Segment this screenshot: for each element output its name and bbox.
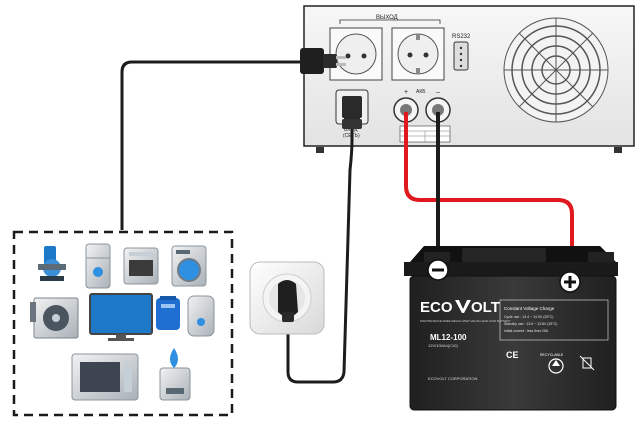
- battery-spec-current: Initial current : less than 25A: [504, 329, 549, 333]
- tv-icon: [89, 293, 153, 341]
- battery-model-sub: 12V/100Ah(C10): [428, 343, 458, 348]
- output-label: ВЫХОД: [376, 15, 398, 21]
- appliances-group: [12, 230, 234, 417]
- gas-boiler-icon: [156, 296, 180, 330]
- air-conditioner-icon: [30, 297, 79, 339]
- mains-plug[interactable]: [278, 280, 298, 322]
- battery-spec-cycle: Cycle use : 14.4 ~ 14.9V (25°C): [504, 315, 553, 319]
- load-output-cable: [120, 48, 346, 230]
- battery-subtitle: MAINTENANCE FREE REGULATED VALVE LEAD AC…: [420, 319, 511, 323]
- rs232-label: RS232: [452, 34, 471, 40]
- battery-negative-terminal[interactable]: [427, 259, 449, 281]
- pump-icon: [38, 246, 66, 281]
- output-socket-2[interactable]: [391, 27, 445, 81]
- battery-spec-standby: Standby use : 13.6 ~ 13.8V (25°C): [504, 322, 557, 326]
- refrigerator-icon: [85, 243, 111, 289]
- bin-crossed-icon: [579, 355, 595, 371]
- battery-ce-mark: CE: [506, 350, 519, 360]
- microwave-icon: [71, 353, 139, 401]
- plus-label: +: [404, 89, 408, 96]
- mains-input-cable: [286, 100, 362, 384]
- battery-model: ML12-100: [430, 333, 467, 342]
- water-heater-icon: [187, 295, 215, 337]
- rs232-port[interactable]: [453, 41, 469, 71]
- battery-recyclable: RECYCLABLE: [540, 353, 564, 357]
- battery-brand-right: OLT: [471, 299, 500, 316]
- output-socket-1[interactable]: [329, 27, 383, 81]
- battery-brand-v-icon: [455, 300, 471, 313]
- dc-negative-terminal[interactable]: [425, 97, 451, 123]
- water-dispenser-icon: [159, 348, 191, 401]
- battery-spec-panel: [499, 299, 609, 341]
- oven-icon: [123, 247, 159, 285]
- recycle-icon: [548, 358, 564, 374]
- washing-machine-icon: [171, 245, 207, 287]
- cooling-fan-grille: [503, 17, 609, 123]
- battery-positive-terminal[interactable]: [559, 271, 581, 293]
- battery-brand-left: ECO: [420, 299, 453, 316]
- battery-corp: ECOVOLT CORPORATION: [428, 376, 477, 381]
- minus-label: –: [436, 89, 440, 96]
- positive-battery-cable: [404, 112, 574, 266]
- amp-label: АКБ: [416, 89, 426, 95]
- battery-spec-title: Constant Voltage Charge: [504, 306, 555, 311]
